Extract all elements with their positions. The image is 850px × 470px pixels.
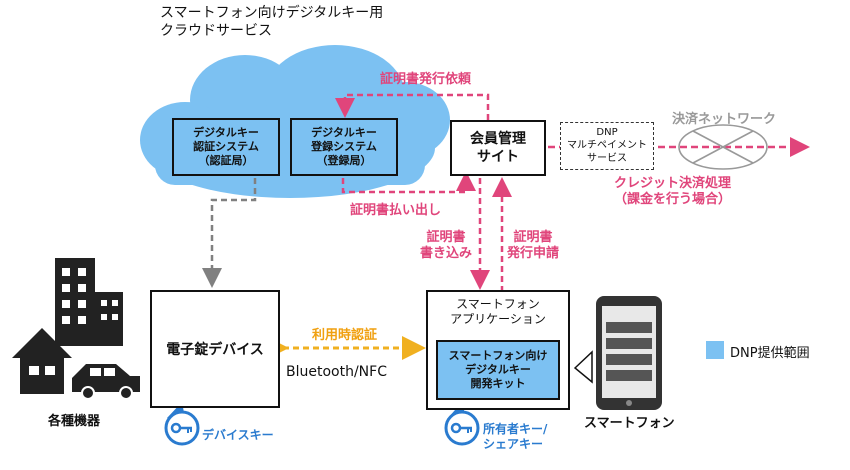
- arrow-cert-issue-request: [335, 93, 490, 120]
- cert-issue-request-label: 証明書発行依頼: [380, 72, 472, 87]
- building-icon: [55, 258, 123, 346]
- auth-on-use-label: 利用時認証: [312, 328, 378, 343]
- dev-kit-box: スマートフォン向け デジタルキー 開発キット: [436, 340, 560, 400]
- house-icon: [12, 328, 72, 394]
- smartphone-label: スマートフォン: [584, 416, 675, 431]
- dnp-payment-box: DNP マルチペイメント サービス: [560, 122, 654, 170]
- app-title: スマートフォン アプリケーション: [450, 297, 546, 326]
- cert-write-label: 証明書 書き込み: [420, 230, 473, 261]
- smartphone-icon: [573, 296, 662, 410]
- arrow-cert-payout: [341, 171, 476, 194]
- smartlock-box: 電子錠デバイス: [150, 290, 280, 408]
- payment-network-icon: [678, 124, 768, 170]
- device-key-label: デバイスキー: [202, 428, 274, 442]
- member-site-box: 会員管理 サイト: [450, 120, 546, 176]
- credit-payment-label: クレジット決済処理 （課金を行う場合）: [614, 176, 732, 207]
- payment-network-label: 決済ネットワーク: [672, 112, 777, 127]
- arrow-reg-to-lock: [202, 178, 257, 288]
- auth-system-box: デジタルキー 認証システム （認証局）: [172, 118, 280, 176]
- legend-label: DNP提供範囲: [730, 346, 810, 361]
- reg-system-box: デジタルキー 登録システム （登録局）: [290, 118, 398, 176]
- legend-swatch: [706, 341, 724, 359]
- cloud-title: スマートフォン向けデジタルキー用 クラウドサービス: [160, 5, 384, 39]
- cert-payout-label: 証明書払い出し: [350, 203, 442, 218]
- devices-label: 各種機器: [48, 414, 101, 429]
- car-icon: [72, 364, 140, 400]
- cert-apply-label: 証明書 発行申請: [507, 230, 560, 261]
- device-key-icon: [164, 402, 200, 446]
- owner-key-label: 所有者キー/ シェアキー: [483, 422, 548, 451]
- bluetooth-nfc-label: Bluetooth/NFC: [286, 364, 387, 380]
